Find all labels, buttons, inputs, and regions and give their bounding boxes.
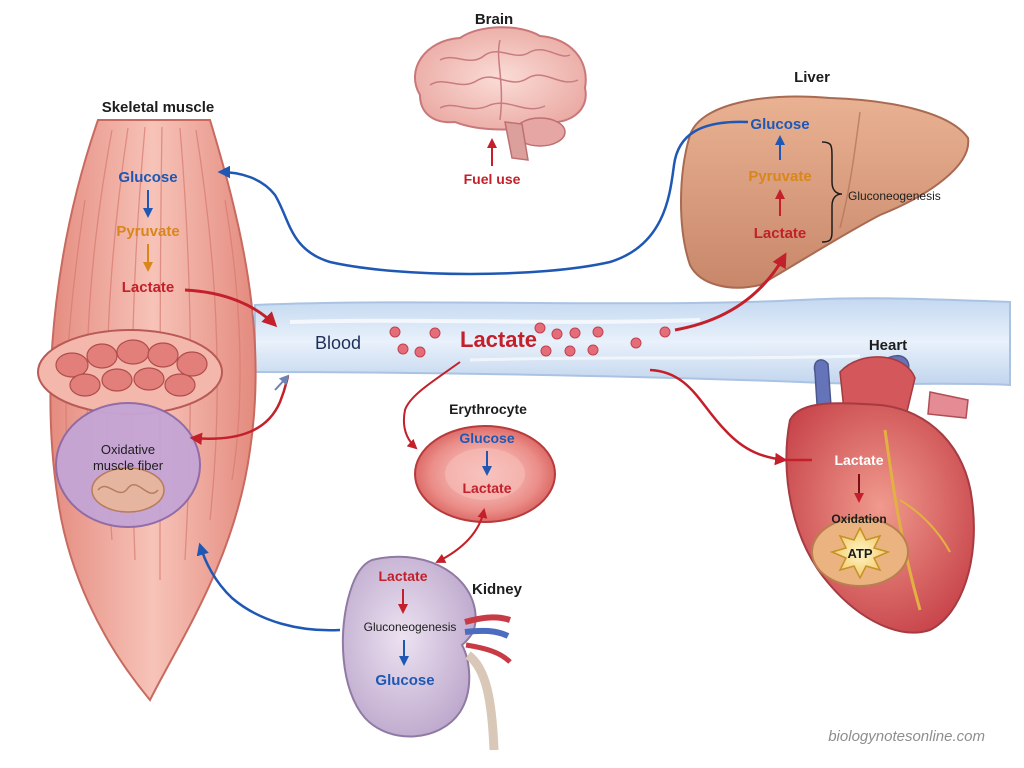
muscle-pyruvate: Pyruvate <box>116 223 179 240</box>
blood-label: Blood <box>315 333 361 353</box>
liver-glucose-to-muscle-arrow <box>217 120 749 276</box>
atp-burst-icon <box>829 526 891 580</box>
blood-lactate-label: Lactate <box>460 327 537 352</box>
liver-gluconeogenesis: Gluconeogenesis <box>848 189 941 203</box>
skeletal-muscle-illustration <box>37 119 257 702</box>
liver-gluconeogenesis-bracket <box>821 141 843 243</box>
brain-title: Brain <box>475 11 513 28</box>
muscle-glucose: Glucose <box>118 169 177 186</box>
muscle-lactate-to-blood-arrow <box>184 288 278 328</box>
erythrocyte-title: Erythrocyte <box>449 401 527 417</box>
kidney-lactate: Lactate <box>378 568 427 584</box>
erythrocyte-glucose: Glucose <box>459 430 514 446</box>
erythrocyte-kidney-exchange-arrow <box>435 508 488 563</box>
erythrocyte-lactate: Lactate <box>462 480 511 496</box>
heart-atp: ATP <box>847 546 872 561</box>
brain-fuel-use: Fuel use <box>464 171 521 187</box>
kidney-title: Kidney <box>472 581 523 598</box>
liver-title: Liver <box>794 69 830 86</box>
watermark: biologynotesonline.com <box>828 728 985 745</box>
skeletal-muscle-title: Skeletal muscle <box>102 99 215 116</box>
liver-pyruvate: Pyruvate <box>748 168 811 185</box>
lactate-particles <box>389 322 671 358</box>
liver-lactate: Lactate <box>754 225 807 242</box>
blood-to-erythrocyte-arrow <box>402 361 461 450</box>
blood-to-liver-lactate-arrow <box>674 252 787 332</box>
blood-to-heart-arrow <box>649 368 788 466</box>
liver-illustration <box>680 95 970 289</box>
heart-lactate: Lactate <box>834 452 883 468</box>
heart-oxidation: Oxidation <box>831 512 886 526</box>
blood-to-oxidative-fiber-arrow <box>274 374 290 391</box>
kidney-gluconeogenesis: Gluconeogenesis <box>364 620 457 634</box>
muscle-lactate: Lactate <box>122 279 175 296</box>
oxidative-fiber-label-line2: muscle fiber <box>93 458 164 473</box>
heart-illustration <box>785 354 975 634</box>
kidney-illustration <box>341 555 512 751</box>
kidney-glucose: Glucose <box>375 672 434 689</box>
heart-title: Heart <box>869 337 907 354</box>
brain-illustration <box>414 26 587 161</box>
liver-glucose: Glucose <box>750 116 809 133</box>
kidney-glucose-to-muscle-arrow <box>196 542 341 632</box>
oxidative-fiber-label-line1: Oxidative <box>101 442 155 457</box>
